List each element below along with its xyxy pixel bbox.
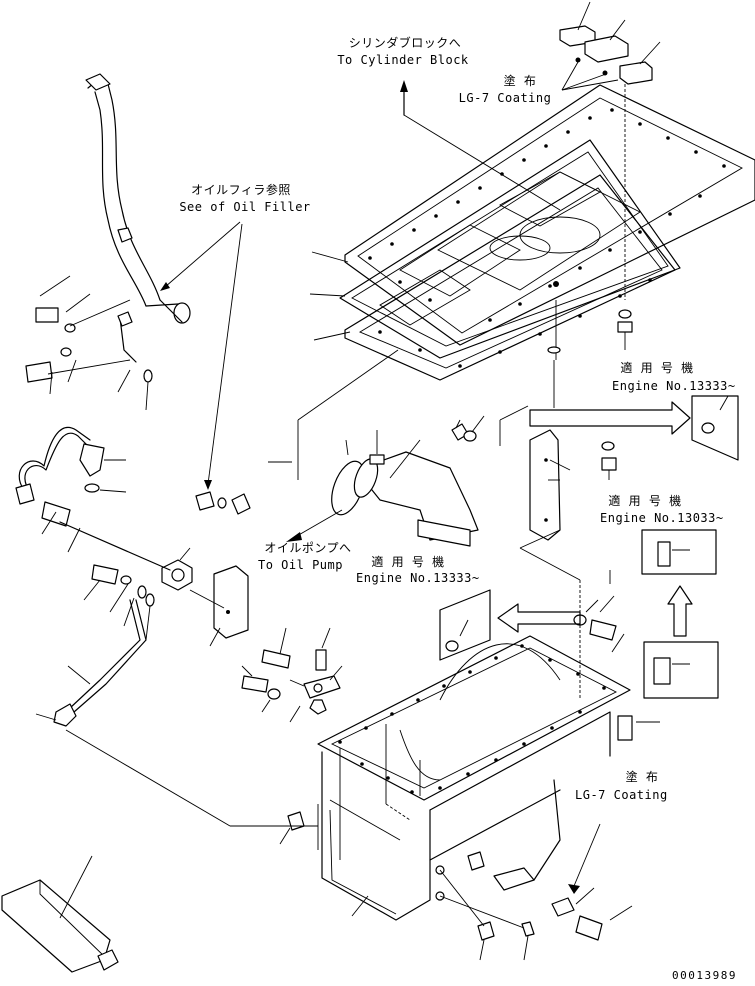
oil-pump-arrow xyxy=(286,509,343,542)
engine-b-label-jp: 適 用 号 機 xyxy=(608,494,682,508)
oil-pump-label-jp: オイルポンプへ xyxy=(264,541,352,555)
right-fasteners xyxy=(573,309,633,653)
coating-bottom-label-jp: 塗 布 xyxy=(625,770,659,784)
cylinder-block-label-jp: シリンダブロックへ xyxy=(348,36,462,50)
engine-c-label-jp: 適 用 号 機 xyxy=(371,555,445,569)
engine-c-label-en: Engine No.13333~ xyxy=(356,571,480,585)
up-arrow xyxy=(667,585,693,637)
oil-pump-label-en: To Oil Pump xyxy=(258,558,343,572)
cylinder-block-arrow xyxy=(400,80,561,211)
seal-blocks xyxy=(559,1,661,300)
cylinder-block-label-en: To Cylinder Block xyxy=(337,53,469,67)
gasket xyxy=(339,139,681,359)
oil-filler-label-jp: オイルフィラ参照 xyxy=(191,183,291,197)
pan-corner-bolt xyxy=(617,715,660,741)
variant-box-center xyxy=(439,589,491,661)
flow-arrow-right xyxy=(529,401,691,435)
coating-bottom-label-en: LG-7 Coating xyxy=(575,788,668,802)
coating-bolt xyxy=(551,823,633,941)
engine-a-label-jp: 適 用 号 機 xyxy=(620,361,694,375)
variant-box-bolt-bottom xyxy=(643,641,719,699)
pan-side-fasteners xyxy=(241,627,343,723)
center-fittings xyxy=(35,491,251,827)
oil-level-sensor xyxy=(15,426,127,505)
oil-filler-pipe xyxy=(85,73,191,324)
oil-filler-label-en: See of Oil Filler xyxy=(179,200,311,214)
coating-top-label-jp: 塗 布 xyxy=(503,74,537,88)
drawing-number: 00013989 xyxy=(672,969,737,982)
variant-box-right xyxy=(691,395,739,461)
coating-top-label-en: LG-7 Coating xyxy=(458,91,552,105)
upper-cover-plate xyxy=(344,84,755,346)
suction-pipe xyxy=(331,415,485,547)
dipstick-tool xyxy=(1,855,119,973)
engine-b-label-en: Engine No.13033~ xyxy=(600,511,724,525)
flow-arrow-left xyxy=(497,603,581,633)
leader-lines xyxy=(230,251,581,850)
left-bolts xyxy=(25,275,155,641)
engine-a-label-en: Engine No.13333~ xyxy=(612,379,736,393)
support-bracket xyxy=(529,300,561,541)
oil-pan xyxy=(317,635,631,921)
variant-box-bolt-top xyxy=(641,529,717,575)
lower-plate xyxy=(344,174,676,381)
oil-filler-leaders xyxy=(160,221,243,490)
